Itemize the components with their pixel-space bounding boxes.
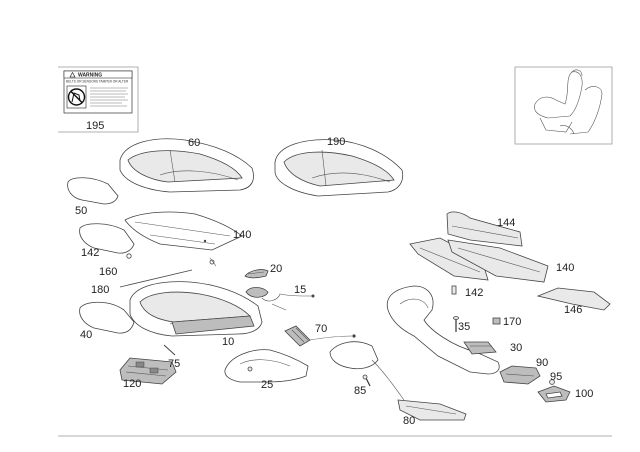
part-120-mechanism [119, 357, 177, 385]
part-160-clip [126, 253, 217, 267]
callout-142-left: 142 [81, 247, 99, 259]
warning-label-inset: WARNING BELTS OR SENSORS TAMPER OR ALTER… [58, 66, 139, 133]
part-142-clip-right [451, 285, 457, 295]
part-20-heater [244, 269, 269, 279]
seat-locator-inset [514, 66, 613, 145]
part-35-screw [452, 316, 459, 332]
callout-140-left: 140 [233, 229, 251, 241]
callout-85: 85 [354, 385, 366, 397]
callout-75: 75 [168, 358, 180, 370]
callout-80: 80 [403, 415, 415, 427]
part-40-pad [79, 301, 135, 334]
part-75-pin [163, 344, 176, 356]
part-10-cushion-frame [129, 281, 263, 337]
callout-50: 50 [75, 205, 87, 217]
warning-triangle-icon [69, 71, 76, 78]
callout-35: 35 [458, 321, 470, 333]
no-sitting-icon [66, 85, 87, 109]
part-146-trim [536, 287, 611, 311]
part-180-wire [119, 269, 193, 288]
callout-10: 10 [222, 336, 234, 348]
callout-190: 190 [327, 136, 345, 148]
callout-170: 170 [503, 316, 521, 328]
part-100-switch [537, 385, 571, 403]
part-70-harness [284, 325, 356, 347]
part-80-bracket [329, 341, 467, 421]
callout-40: 40 [80, 329, 92, 341]
part-142-pad-left [79, 223, 135, 254]
callout-100: 100 [575, 388, 593, 400]
warning-title: WARNING [78, 73, 102, 79]
part-30-backrest-frame [386, 285, 500, 375]
part-140-insulation-left [124, 211, 243, 251]
warning-text-lines [90, 87, 128, 107]
callout-labels: 60 190 50 140 142 20 160 180 15 40 70 10… [75, 136, 593, 427]
part-15-sensor [245, 287, 315, 311]
callout-95: 95 [550, 371, 562, 383]
callout-146: 146 [564, 304, 582, 316]
part-85-bolt [362, 374, 371, 387]
callout-15: 15 [294, 284, 306, 296]
callout-20: 20 [270, 263, 282, 275]
part-170-nut [492, 317, 501, 325]
part-50-pad [67, 177, 119, 205]
callout-30: 30 [510, 342, 522, 354]
callout-25: 25 [261, 379, 273, 391]
part-90-motor [499, 365, 541, 385]
callout-140-right: 140 [556, 262, 574, 274]
callout-195: 195 [86, 120, 104, 132]
part-60-cushion-cover [119, 138, 254, 193]
callout-180: 180 [91, 284, 109, 296]
part-190-cushion-cover [274, 139, 404, 197]
callout-60: 60 [188, 137, 200, 149]
warning-line: BELTS OR SENSORS TAMPER OR ALTER [66, 80, 129, 84]
callout-120: 120 [123, 378, 141, 390]
callout-142-right: 142 [465, 287, 483, 299]
part-25-side-cover [224, 349, 309, 383]
callout-70: 70 [315, 323, 327, 335]
part-140-insulation-right [409, 237, 549, 283]
callout-144: 144 [497, 217, 515, 229]
callout-160: 160 [99, 266, 117, 278]
callout-90: 90 [536, 357, 548, 369]
part-144-panel [446, 211, 523, 247]
part-95-screw [549, 379, 555, 385]
